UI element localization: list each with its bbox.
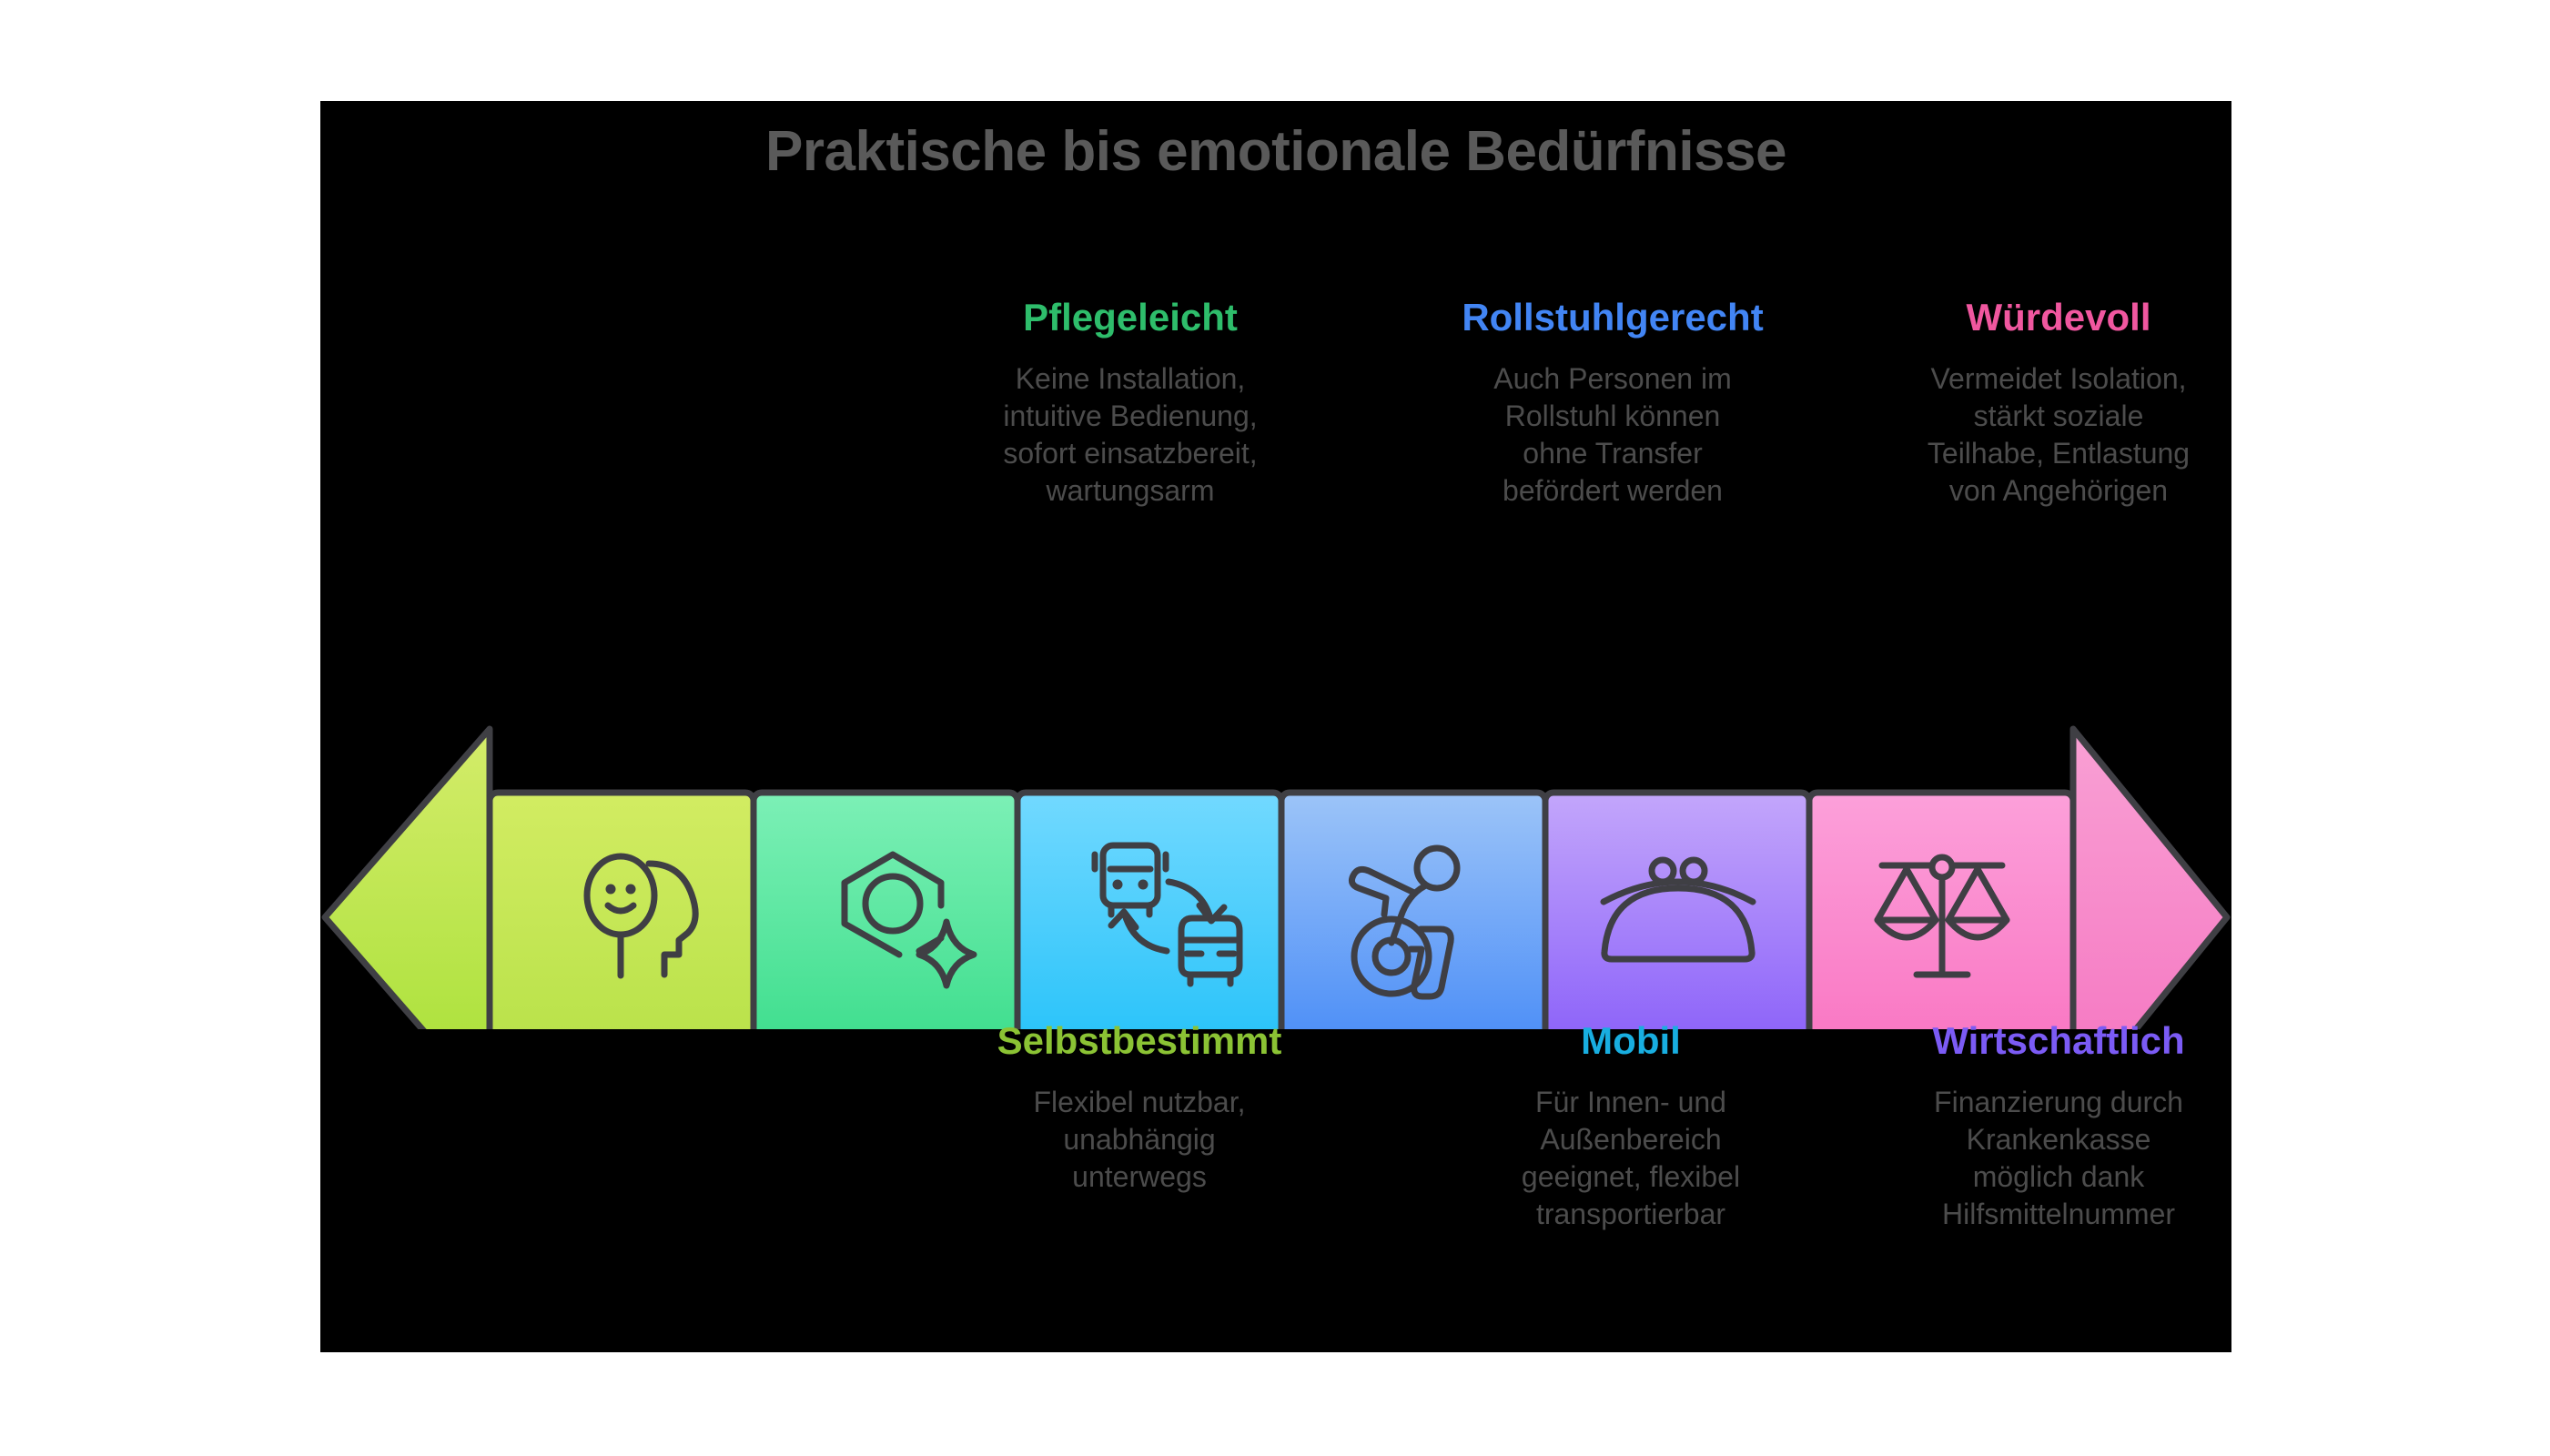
hexnut-sparkle-icon [841,851,977,989]
label-group-wirtschaftlich: Wirtschaftlich Finanzierung durch Kranke… [1867,1019,2231,1233]
group-heading-wuerdevoll: Würdevoll [1966,296,2151,339]
right-arrowhead [2069,725,2231,1029]
label-group-rollstuhlgerecht: Rollstuhlgerecht Auch Personen im Rollst… [1422,296,1804,510]
label-group-pflegeleicht: Pflegeleicht Keine Installation, intuiti… [939,296,1321,510]
infographic-panel: Praktische bis emotionale Bedürfnisse Pf… [320,101,2231,1352]
group-description-pflegeleicht: Keine Installation, intuitive Bedienung,… [1003,362,1258,508]
gradient-arrow-bar [320,611,2231,1029]
group-heading-rollstuhlgerecht: Rollstuhlgerecht [1462,296,1764,339]
group-description-rollstuhlgerecht: Auch Personen im Rollstuhl können ohne T… [1493,362,1732,508]
group-description-wirtschaftlich: Finanzierung durch Krankenkasse möglich … [1934,1086,2183,1231]
wheelchair-active-icon [1349,844,1461,1000]
segment-mobil[interactable] [1014,789,1285,1029]
label-group-mobil: Mobil Für Innen- und Außenbereich geeign… [1440,1019,1822,1233]
group-heading-selbstbestimmt: Selbstbestimmt [997,1019,1282,1062]
label-group-selbstbestimmt: Selbstbestimmt Flexibel nutzbar, unabhän… [948,1019,1331,1196]
head-smiley-icon [583,853,699,979]
balance-scales-icon [1874,854,2010,978]
page-title: Praktische bis emotionale Bedürfnisse [765,120,1787,183]
segment-wuerdevoll[interactable] [1806,789,2077,1029]
segment-rollstuhlgerecht[interactable] [1278,789,1549,1029]
segment-selbstbestimmt[interactable] [486,789,757,1029]
coin-purse-icon [1600,856,1756,963]
label-group-wuerdevoll: Würdevoll Vermeidet Isolation, stärkt so… [1867,296,2231,510]
bus-car-transfer-icon [1091,842,1243,987]
group-heading-pflegeleicht: Pflegeleicht [1023,296,1238,339]
group-heading-mobil: Mobil [1581,1019,1681,1062]
group-description-wuerdevoll: Vermeidet Isolation, stärkt soziale Teil… [1927,362,2191,508]
left-arrowhead [321,725,493,1029]
segment-wirtschaftlich[interactable] [1542,789,1813,1029]
group-description-mobil: Für Innen- und Außenbereich geeignet, fl… [1521,1086,1741,1231]
group-heading-wirtschaftlich: Wirtschaftlich [1932,1019,2185,1062]
segment-pflegeleicht[interactable] [750,789,1021,1029]
group-description-selbstbestimmt: Flexibel nutzbar, unabhängig unterwegs [1033,1086,1246,1194]
